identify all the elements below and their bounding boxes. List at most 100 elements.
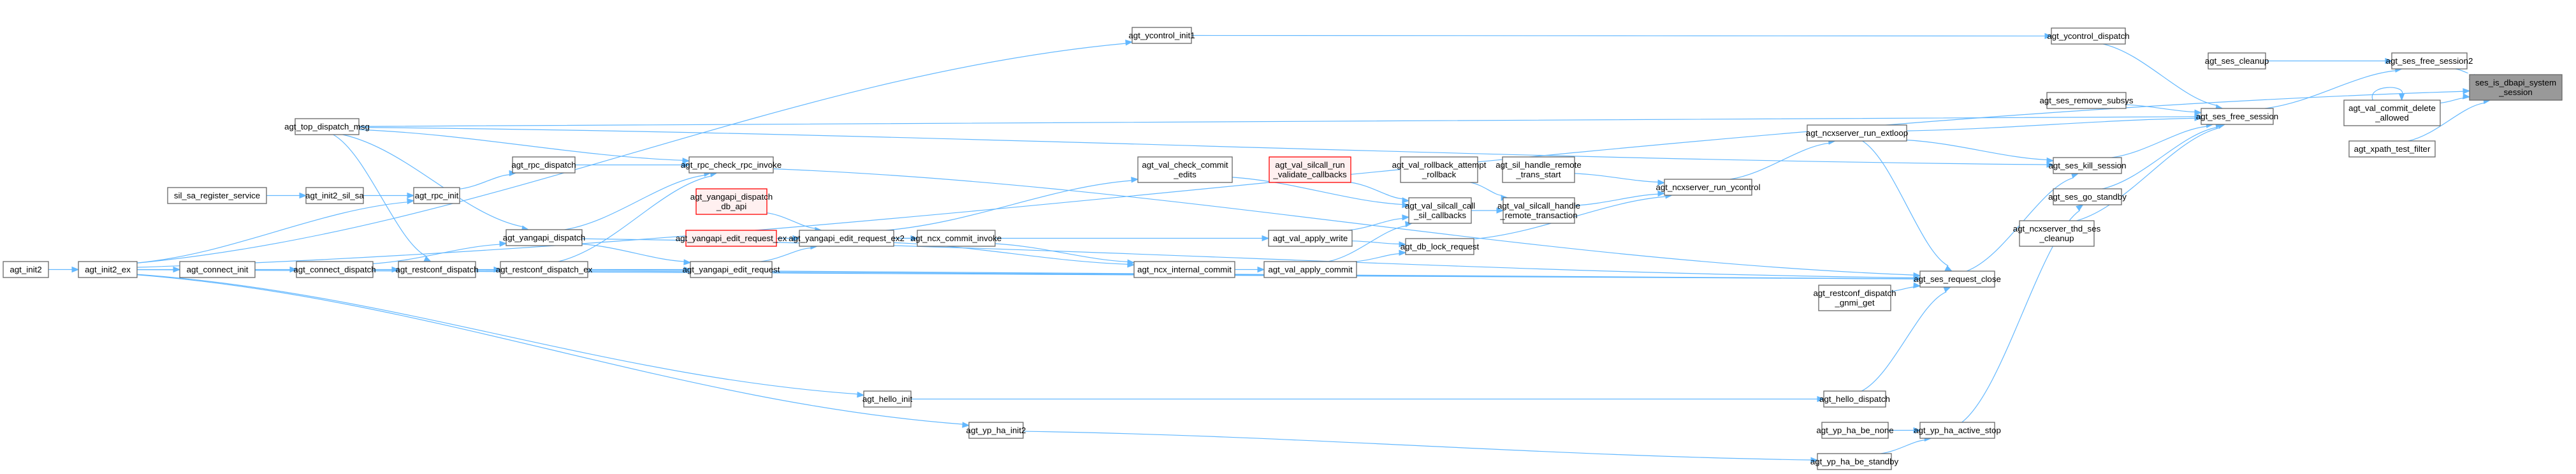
node-agt-ncxserver-thd-ses-cleanup[interactable]: agt_ncxserver_thd_ses_cleanup bbox=[2013, 220, 2101, 247]
node-agt-init2-ex[interactable]: agt_init2_ex bbox=[78, 261, 138, 278]
node-agt-ses-kill-session[interactable]: agt_ses_kill_session bbox=[2049, 157, 2127, 174]
node-sil-sa-register-service[interactable]: sil_sa_register_service bbox=[167, 187, 267, 204]
node-agt-val-silcall-run-validate-callbacks[interactable]: agt_val_silcall_run_validate_callbacks bbox=[1269, 156, 1351, 183]
node-agt-val-commit-delete-allowed[interactable]: agt_val_commit_delete_allowed bbox=[2343, 100, 2441, 126]
node-box bbox=[968, 422, 1024, 439]
node-box bbox=[799, 230, 894, 247]
node-agt-yangapi-edit-request-ex[interactable]: agt_yangapi_edit_request_ex bbox=[676, 230, 787, 247]
edge-line bbox=[1022, 431, 1812, 461]
node-agt-ses-go-standby[interactable]: agt_ses_go_standby bbox=[2048, 188, 2127, 205]
edge-line bbox=[459, 174, 510, 189]
arrowhead-icon bbox=[1131, 177, 1139, 183]
node-label: agt_val_silcall_run bbox=[1275, 160, 1344, 170]
edge-agt-yangapi-dispatch-db-api-to-agt-yangapi-edit-request-ex2 bbox=[766, 212, 823, 233]
arrowhead-icon bbox=[1817, 396, 1825, 403]
node-label: agt_val_silcall_handle bbox=[1497, 201, 1580, 211]
node-agt-yp-ha-be-none[interactable]: agt_yp_ha_be_none bbox=[1816, 422, 1894, 439]
edge-agt-restconf-dispatch-ex-to-agt-rpc-check-rpc-invoke bbox=[558, 171, 718, 262]
node-agt-restconf-dispatch-ex[interactable]: agt_restconf_dispatch_ex bbox=[496, 261, 593, 278]
node-agt-val-rollback-attempt-rollback[interactable]: agt_val_rollback_attempt_rollback bbox=[1392, 156, 1487, 183]
node-box bbox=[2348, 140, 2436, 158]
node-agt-yp-ha-active-stop[interactable]: agt_yp_ha_active_stop bbox=[1914, 422, 2001, 439]
arrowhead-icon bbox=[2385, 57, 2393, 64]
node-label: agt_yp_ha_active_stop bbox=[1914, 426, 2001, 435]
arrowhead-icon bbox=[1125, 40, 1133, 46]
node-agt-ncxserver-run-extloop[interactable]: agt_ncxserver_run_extloop bbox=[1806, 124, 1908, 142]
edge-line bbox=[1327, 225, 1406, 262]
node-agt-ycontrol-init1[interactable]: agt_ycontrol_init1 bbox=[1128, 27, 1195, 44]
node-agt-hello-dispatch[interactable]: agt_hello_dispatch bbox=[1819, 390, 1890, 408]
node-box bbox=[685, 230, 777, 247]
node-label: _validate_callbacks bbox=[1272, 170, 1347, 179]
node-agt-yangapi-edit-request-ex2[interactable]: agt_yangapi_edit_request_ex2 bbox=[789, 230, 905, 247]
node-agt-yangapi-dispatch[interactable]: agt_yangapi_dispatch bbox=[503, 229, 585, 246]
node-agt-ncx-internal-commit[interactable]: agt_ncx_internal_commit bbox=[1133, 261, 1235, 278]
node-agt-rpc-init[interactable]: agt_rpc_init bbox=[413, 187, 460, 204]
node-agt-top-dispatch-msg[interactable]: agt_top_dispatch_msg bbox=[284, 118, 370, 135]
edge-agt-yangapi-dispatch-to-agt-yangapi-edit-request bbox=[581, 244, 692, 265]
node-label: _trans_start bbox=[1515, 170, 1561, 179]
edge-line bbox=[1232, 177, 1403, 205]
edge-agt-ncx-internal-commit-to-agt-val-apply-commit bbox=[1234, 266, 1265, 273]
arrowhead-icon bbox=[2046, 161, 2055, 168]
node-agt-db-lock-request[interactable]: agt_db_lock_request bbox=[1401, 238, 1480, 255]
node-agt-ses-cleanup[interactable]: agt_ses_cleanup bbox=[2205, 52, 2269, 70]
edge-line bbox=[136, 274, 858, 395]
node-agt-sil-handle-remote-trans-start[interactable]: agt_sil_handle_remote_trans_start bbox=[1495, 156, 1582, 183]
node-label: _edits bbox=[1173, 170, 1197, 179]
node-agt-restconf-dispatch-gnmi-get[interactable]: agt_restconf_dispatch_gnmi_get bbox=[1813, 285, 1896, 311]
node-box bbox=[1263, 261, 1357, 278]
edge-line bbox=[766, 212, 816, 229]
node-agt-ncxserver-run-ycontrol[interactable]: agt_ncxserver_run_ycontrol bbox=[1655, 179, 1761, 196]
node-agt-ses-request-close[interactable]: agt_ses_request_close bbox=[1914, 270, 2001, 288]
edge-agt-init2-to-agt-init2-ex bbox=[48, 266, 80, 273]
arrowhead-icon bbox=[1402, 214, 1410, 221]
edge-agt-yangapi-dispatch-to-agt-rpc-check-rpc-invoke bbox=[564, 170, 712, 230]
node-agt-ycontrol-dispatch[interactable]: agt_ycontrol_dispatch bbox=[2047, 27, 2130, 45]
arrowhead-icon bbox=[289, 266, 298, 273]
edge-agt-restconf-dispatch-ex-to-agt-yangapi-edit-request bbox=[587, 266, 692, 273]
node-box bbox=[1818, 285, 1891, 311]
edge-line bbox=[342, 134, 523, 228]
node-ses-is-dbapi-system-session[interactable]: ses_is_dbapi_system_session bbox=[2469, 74, 2563, 101]
edge-line bbox=[564, 175, 705, 230]
node-box bbox=[2046, 92, 2127, 109]
arrowhead-icon bbox=[299, 192, 307, 199]
node-agt-hello-init[interactable]: agt_hello_init bbox=[862, 390, 913, 408]
node-agt-init2[interactable]: agt_init2 bbox=[3, 261, 49, 278]
node-box bbox=[78, 261, 138, 278]
node-box bbox=[1133, 261, 1235, 278]
node-agt-ses-free-session2[interactable]: agt_ses_free_session2 bbox=[2386, 52, 2473, 70]
edge-agt-val-check-commit-edits-to-agt-val-silcall-call-sil-callbacks bbox=[1232, 177, 1410, 209]
node-agt-ncx-commit-invoke[interactable]: agt_ncx_commit_invoke bbox=[911, 230, 1002, 247]
arrowhead-icon bbox=[2194, 115, 2202, 121]
node-box bbox=[1807, 124, 1907, 142]
node-agt-rpc-check-rpc-invoke[interactable]: agt_rpc_check_rpc_invoke bbox=[681, 156, 782, 174]
node-agt-val-check-commit-edits[interactable]: agt_val_check_commit_edits bbox=[1137, 156, 1233, 183]
node-label: agt_top_dispatch_msg bbox=[284, 122, 370, 131]
arrowhead-icon bbox=[1943, 286, 1952, 293]
node-agt-connect-dispatch[interactable]: agt_connect_dispatch bbox=[293, 261, 376, 278]
node-agt-yangapi-edit-request[interactable]: agt_yangapi_edit_request bbox=[682, 261, 780, 278]
node-agt-val-apply-write[interactable]: agt_val_apply_write bbox=[1268, 230, 1353, 247]
node-agt-xpath-test-filter[interactable]: agt_xpath_test_filter bbox=[2348, 140, 2436, 158]
node-agt-ses-remove-subsys[interactable]: agt_ses_remove_subsys bbox=[2039, 92, 2134, 109]
edge-line bbox=[1347, 218, 1403, 231]
node-agt-yp-ha-init2[interactable]: agt_yp_ha_init2 bbox=[966, 422, 1026, 439]
node-box bbox=[1400, 156, 1478, 183]
node-label: agt_rpc_init bbox=[415, 191, 459, 200]
node-agt-yp-ha-be-standby[interactable]: agt_yp_ha_be_standby bbox=[1810, 453, 1899, 470]
node-agt-val-apply-commit[interactable]: agt_val_apply_commit bbox=[1263, 261, 1357, 278]
node-agt-val-silcall-handle-remote-transaction[interactable]: agt_val_silcall_handle_remote_transactio… bbox=[1497, 197, 1580, 224]
node-agt-ses-free-session[interactable]: agt_ses_free_session bbox=[2196, 108, 2278, 125]
node-label: agt_ses_free_session bbox=[2196, 112, 2278, 121]
edge-line bbox=[1470, 182, 1502, 196]
node-agt-connect-init[interactable]: agt_connect_init bbox=[179, 261, 256, 278]
edge-line bbox=[358, 116, 2195, 127]
node-agt-init2-sil-sa[interactable]: agt_init2_sil_sa bbox=[305, 187, 364, 204]
node-agt-restconf-dispatch[interactable]: agt_restconf_dispatch bbox=[395, 261, 479, 278]
node-agt-val-silcall-call-sil-callbacks[interactable]: agt_val_silcall_call_sil_callbacks bbox=[1405, 197, 1475, 224]
node-agt-yangapi-dispatch-db-api[interactable]: agt_yangapi_dispatch_db_api bbox=[690, 188, 773, 215]
node-agt-rpc-dispatch[interactable]: agt_rpc_dispatch bbox=[511, 156, 576, 174]
edge-line bbox=[2408, 102, 2485, 142]
